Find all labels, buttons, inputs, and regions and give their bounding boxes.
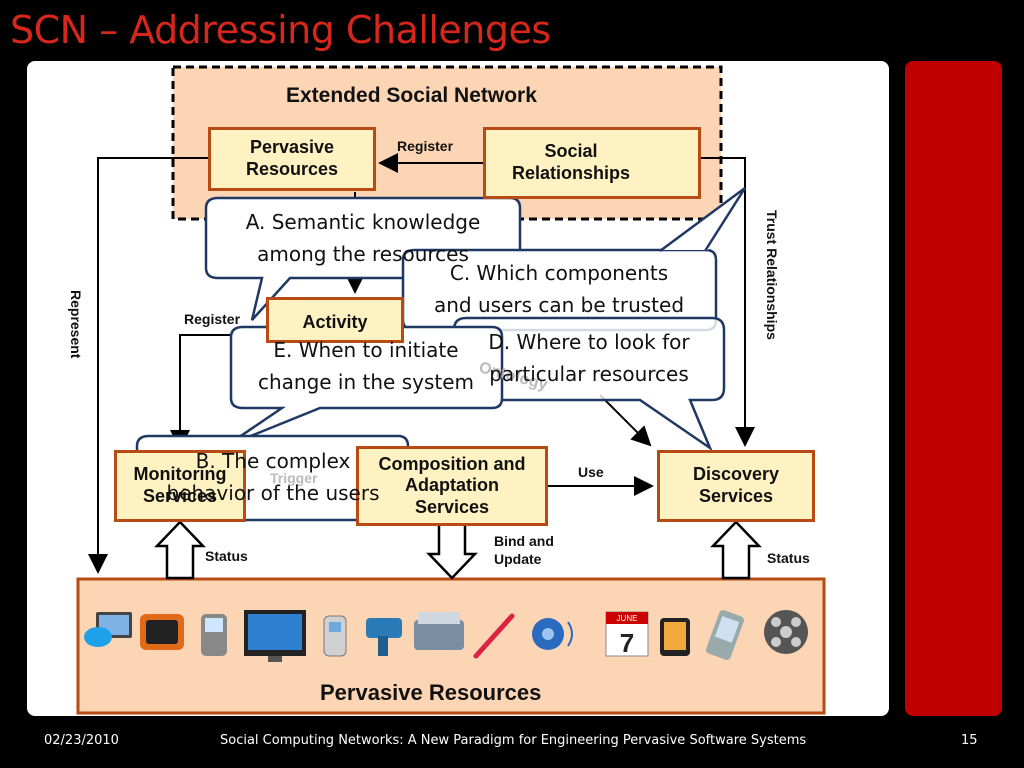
callout-d: D. Where to look for particular resource… [456, 326, 722, 390]
status-label-left: Status [205, 548, 248, 564]
footer-title: Social Computing Networks: A New Paradig… [220, 733, 807, 748]
status-block-arrow-right [710, 520, 762, 580]
security-camera-icon [366, 618, 402, 656]
represent-arrow [88, 157, 208, 574]
activity-box: Activity [266, 297, 404, 343]
trust-arrow [700, 157, 755, 447]
extended-network-title: Extended Social Network [286, 84, 537, 107]
pervasive-resources-top-label: Pervasive Resources [245, 137, 339, 179]
callout-b: B. The complex behavior of the users [139, 445, 407, 509]
footer-date: 02/23/2010 [44, 733, 119, 748]
callout-c: C. Which components and users can be tru… [404, 257, 714, 321]
bind-update-label: Bind and Update [494, 533, 554, 568]
social-relationships-label: Social Relationships [511, 141, 631, 183]
use-diagonal-arrow [599, 394, 652, 447]
status-label-right: Status [767, 550, 810, 566]
trigger-label: Trigger [270, 470, 318, 486]
scanner-icon [414, 612, 464, 650]
slide-title: SCN – Addressing Challenges [10, 8, 551, 52]
monitoring-services-label: Monitoring Services [133, 464, 227, 506]
trust-relationships-label: Trust Relationships [764, 210, 780, 340]
callout-e: E. When to initiate change in the system [232, 334, 500, 398]
discovery-services-label: Discovery Services [692, 464, 780, 506]
flat-tv-icon [244, 610, 306, 662]
calendar-day-text: 7 [620, 628, 634, 658]
composition-adaptation-label: Composition and Adaptation Services [378, 453, 526, 517]
flip-phone-icon [323, 615, 347, 657]
callout-b-line2: behavior of the users [166, 481, 380, 505]
callout-a-line2: among the resources [257, 242, 469, 266]
pervasive-resources-box: Pervasive Resources [208, 127, 376, 191]
callout-d-line1: D. Where to look for [488, 330, 690, 354]
callout-a-line1: A. Semantic knowledge [245, 210, 481, 234]
callout-d-line2: particular resources [489, 362, 689, 386]
pen-icon [473, 613, 515, 659]
speaker-icon [532, 618, 573, 650]
callout-b-line1: B. The complex [195, 449, 351, 473]
register-label-left: Register [184, 311, 241, 327]
pervasive-resources-bottom-label: Pervasive Resources [320, 680, 542, 705]
discovery-services-box: Discovery Services [657, 450, 815, 522]
callout-e-line2: change in the system [257, 370, 475, 394]
callout-e-bubble [225, 325, 504, 448]
callout-c-line2: and users can be trusted [433, 293, 685, 317]
composition-adaptation-box: Composition and Adaptation Services [356, 446, 548, 526]
pda-icon [706, 610, 744, 660]
callout-c-tail [659, 186, 747, 253]
skype-laptop-icon [84, 612, 132, 647]
represent-label: Represent [68, 290, 84, 359]
social-relationships-box: Social Relationships [483, 127, 701, 199]
register-label-top: Register [397, 138, 454, 154]
side-red-bar [905, 61, 1002, 716]
smartphone-icon [660, 618, 690, 656]
blackberry-icon [201, 614, 227, 656]
status-block-arrow-left [154, 520, 206, 580]
callout-c-line1: C. Which components [449, 261, 669, 285]
tv-icon [140, 614, 184, 650]
calendar-month-text: JUNE [617, 614, 638, 623]
film-reel-icon [764, 610, 808, 654]
footer-page-number: 15 [961, 733, 978, 748]
bind-block-arrow [426, 522, 478, 580]
activity-label: Activity [302, 312, 368, 332]
monitoring-services-box: Monitoring Services [114, 450, 246, 522]
use-label: Use [578, 464, 604, 480]
callout-e-line1: E. When to initiate [273, 338, 459, 362]
callout-a: A. Semantic knowledge among the resource… [208, 206, 518, 270]
calendar-icon: JUNE 7 [605, 611, 649, 658]
